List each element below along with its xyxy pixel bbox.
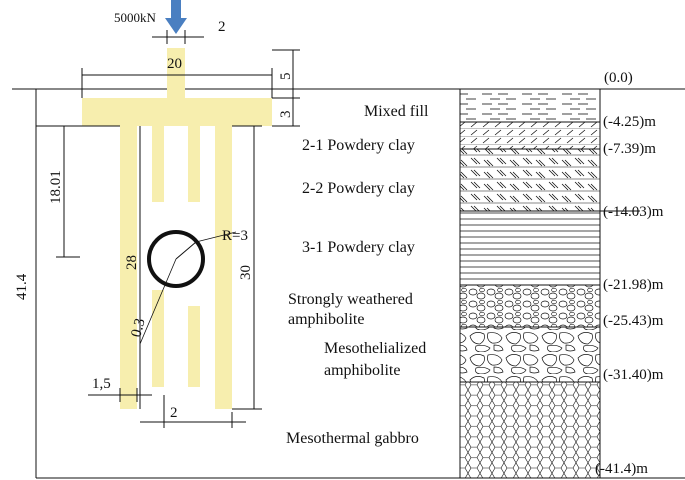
outer-pile-right: [215, 126, 232, 409]
depth-label-3: (-14.03)m: [603, 204, 664, 220]
long-pile-label: 30: [238, 265, 254, 280]
pile-diameter-label: 1,5: [92, 376, 111, 392]
stratum-2-2-clay: [460, 149, 600, 211]
cap-thickness-label: 3: [278, 111, 294, 119]
pile-cap: [82, 98, 272, 126]
column-width-label: 2: [218, 19, 226, 35]
depth-label-4: (-21.98)m: [603, 277, 664, 293]
stratum-name-6a: Mesothelialized: [324, 340, 426, 357]
inner-pile-left-top: [152, 126, 164, 202]
stratum-name-2: 2-1 Powdery clay: [302, 137, 415, 154]
short-pile-label: 28: [124, 255, 140, 270]
inner-pile-left-bottom: [152, 290, 164, 387]
load-label: 5000kN: [114, 10, 157, 25]
inner-pile-right-top: [188, 126, 200, 202]
radius-leader: [195, 231, 237, 243]
column: [167, 48, 185, 98]
stratum-name-3: 2-2 Powdery clay: [302, 180, 415, 197]
tunnel-circle: [147, 230, 205, 288]
stratum-2-1-clay: [460, 122, 600, 149]
stratum-strongly-weathered: [460, 285, 600, 327]
total-depth-label: 41.4: [14, 273, 30, 300]
depth-label-5: (-25.43)m: [603, 313, 664, 329]
stratum-name-7: Mesothermal gabbro: [286, 430, 419, 447]
clearance-leader: [139, 258, 177, 345]
stratum-name-5b: amphibolite: [288, 311, 364, 328]
soil-column: [459, 89, 640, 478]
outer-pile-left: [120, 126, 137, 409]
depth-label-2: (-7.39)m: [603, 141, 656, 157]
stratum-gabbro: [460, 382, 600, 478]
clearance-label: 0.3: [128, 317, 148, 339]
stratum-mixed-fill: [460, 89, 600, 122]
ground-level-label: (0.0): [604, 70, 633, 86]
stratum-mesothelialized: [460, 327, 600, 382]
depth-label-6: (-31.40)m: [603, 367, 664, 383]
upper-depth-label: 18.01: [48, 170, 64, 204]
stratum-name-6b: amphibolite: [324, 362, 400, 379]
stratum-3-1-clay: [460, 211, 600, 285]
stratum-name-5a: Strongly weathered: [288, 291, 413, 308]
depth-label-7: (-41.4)m: [595, 461, 648, 477]
pile-spacing-label: 2: [170, 405, 178, 421]
depth-label-1: (-4.25)m: [603, 114, 656, 130]
column-height-label: 5: [278, 73, 294, 81]
cap-length-label: 20: [167, 56, 182, 72]
stratum-name-4: 3-1 Powdery clay: [302, 239, 415, 256]
tunnel-radius-label: R=3: [222, 228, 248, 244]
radius-line: [175, 241, 197, 260]
pile-structure: [82, 48, 272, 409]
stratum-name-1: Mixed fill: [364, 103, 429, 120]
load-arrow-icon: [165, 0, 187, 34]
inner-pile-right-bottom: [188, 306, 200, 387]
